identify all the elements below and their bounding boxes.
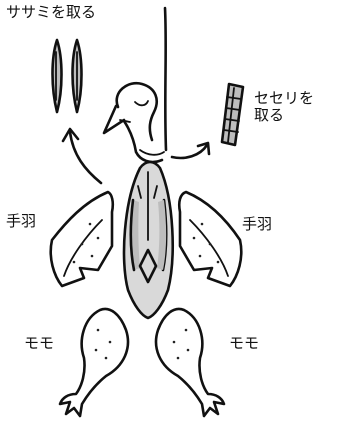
hanging-string [165,8,166,150]
left-wing [51,192,113,286]
chicken-head [104,83,164,162]
seseri-label-line2: 取る [254,107,314,124]
right-wing [179,192,241,286]
arrow-to-seseri [172,143,209,158]
seseri-illustration [222,84,243,145]
seseri-label-line1: セセリを [254,90,314,107]
left-drumstick [60,309,128,416]
chicken-body [124,162,173,318]
sasami-label: ササミを取る [6,4,96,21]
right-wing-label: 手羽 [242,216,272,233]
left-wing-label: 手羽 [6,213,36,230]
right-drumstick [156,309,224,416]
right-drumstick-label: モモ [229,335,259,352]
seseri-label: セセリを 取る [254,90,314,124]
left-drumstick-label: モモ [24,335,54,352]
sasami-illustration [53,40,82,112]
arrow-to-sasami [63,129,101,183]
